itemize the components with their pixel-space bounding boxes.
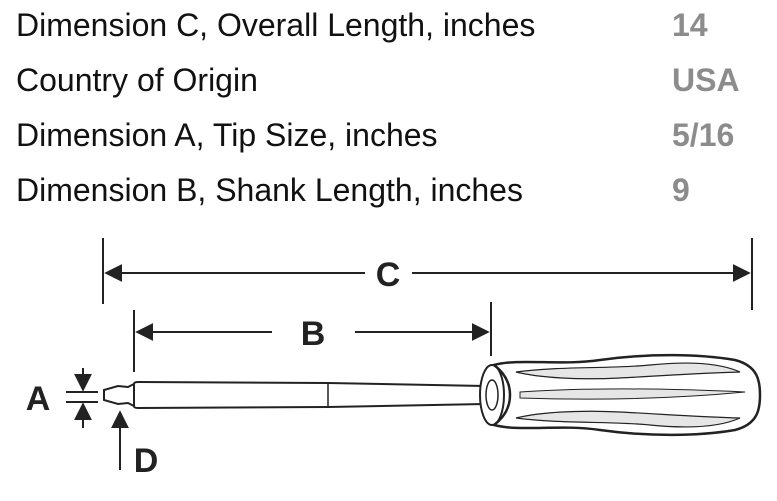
spec-value: 5/16 [672, 117, 735, 153]
handle-flute-bottom [515, 410, 741, 428]
spec-value: 9 [672, 172, 690, 208]
spec-label: Dimension B, Shank Length, inches [16, 172, 523, 208]
spec-value: 14 [672, 7, 708, 43]
spec-row-shank-length: Dimension B, Shank Length, inches 9 [0, 165, 777, 220]
dimension-c: C [102, 238, 753, 310]
screwdriver-shank [133, 380, 485, 410]
dimension-b: B [133, 302, 492, 372]
screwdriver-drawing [103, 353, 762, 437]
screwdriver-dimension-diagram: C B A D [26, 238, 762, 480]
dimension-d: D [111, 410, 159, 480]
handle-flute-top [515, 362, 741, 380]
spec-value: USA [672, 62, 740, 98]
spec-row-country-of-origin: Country of Origin USA [0, 55, 777, 110]
ferrule-inner-ring [485, 379, 499, 411]
spec-row-overall-length: Dimension C, Overall Length, inches 14 [0, 0, 777, 55]
spec-label: Dimension A, Tip Size, inches [16, 117, 438, 153]
spec-label: Dimension C, Overall Length, inches [16, 7, 536, 43]
dimension-d-label: D [134, 442, 159, 480]
screwdriver-tip [103, 382, 135, 408]
spec-row-tip-size: Dimension A, Tip Size, inches 5/16 [0, 110, 777, 165]
dimension-a-label: A [26, 380, 51, 418]
handle-flute-middle [519, 388, 746, 400]
dimension-c-label: C [376, 256, 401, 294]
dimension-b-label: B [301, 315, 326, 353]
dimension-a: A [26, 368, 98, 428]
spec-label: Country of Origin [16, 62, 258, 98]
